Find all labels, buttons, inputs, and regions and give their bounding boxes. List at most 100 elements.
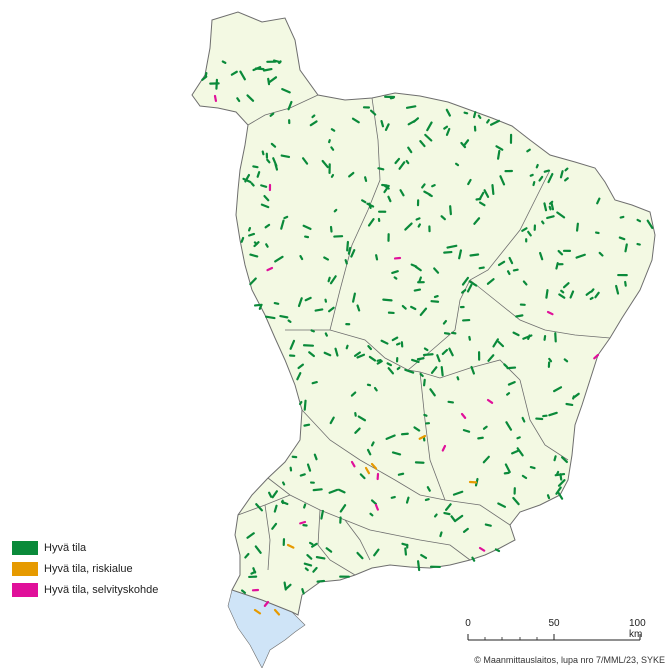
lake-mark [450, 515, 457, 523]
lake-mark [254, 67, 265, 71]
lake-mark [503, 363, 509, 369]
lake-mark [512, 496, 520, 506]
lake-markers [201, 59, 654, 616]
lake-mark [375, 254, 379, 261]
lake-mark [419, 140, 426, 148]
lake-mark [346, 240, 350, 252]
scale-tick-value: 100 [629, 618, 646, 629]
lake-mark [263, 600, 270, 607]
lake-mark [265, 243, 269, 248]
lake-mark [407, 119, 417, 126]
lake-mark [462, 139, 470, 147]
lake-mark [398, 161, 406, 170]
lake-mark [522, 334, 533, 340]
lake-mark [598, 251, 604, 257]
lake-mark [249, 253, 259, 258]
lake-mark [594, 291, 600, 299]
lake-mark [323, 351, 332, 357]
lake-mark [385, 434, 396, 440]
lake-mark [426, 121, 433, 132]
lake-mark [557, 491, 564, 500]
boundary-line [264, 504, 271, 571]
lake-mark [405, 105, 417, 109]
lake-mark [443, 125, 449, 130]
lake-mark [316, 579, 326, 583]
lake-mark [516, 447, 524, 457]
lake-mark [397, 472, 405, 476]
lake-mark [512, 331, 520, 337]
lake-mark [508, 256, 514, 265]
boundary-line [247, 94, 319, 126]
lake-mark [452, 490, 464, 496]
lake-mark [471, 556, 476, 562]
lake-mark [304, 567, 309, 572]
lake-mark [315, 556, 326, 560]
lake-mark [482, 455, 490, 464]
lake-mark [563, 358, 569, 363]
lake-mark [252, 165, 259, 169]
lake-mark [350, 249, 356, 258]
lake-mark [619, 215, 625, 219]
lake-mark [564, 177, 569, 182]
lake-mark [391, 451, 402, 456]
lake-mark [532, 180, 536, 187]
lake-mark [522, 280, 528, 286]
lake-mark [328, 139, 331, 144]
lake-mark [334, 347, 339, 357]
lake-mark [303, 503, 307, 509]
lake-mark [575, 253, 586, 259]
lake-mark [446, 244, 458, 249]
lake-mark [268, 491, 273, 498]
lake-mark [376, 358, 382, 362]
lake-mark [575, 222, 579, 232]
lake-mark [430, 300, 440, 303]
lake-mark [477, 436, 484, 440]
lake-mark [329, 416, 335, 425]
lake-mark [240, 236, 245, 243]
lake-mark [470, 365, 476, 375]
lake-mark [548, 357, 553, 363]
lake-mark [283, 215, 289, 220]
lake-mark [499, 175, 506, 186]
lake-mark [248, 232, 256, 237]
lake-mark [255, 503, 263, 512]
lake-mark [361, 199, 367, 204]
lake-mark [261, 150, 265, 156]
lake-mark [271, 522, 278, 530]
lake-mark [333, 208, 338, 213]
lake-mark [356, 551, 364, 560]
lake-mark [541, 220, 545, 225]
lake-mark [506, 366, 517, 370]
lake-mark [529, 465, 536, 470]
lake-mark [311, 114, 316, 119]
lake-mark [461, 276, 470, 286]
lake-mark [478, 191, 485, 201]
legend-swatch-risk [12, 561, 38, 576]
lake-mark [308, 351, 315, 358]
lake-mark [441, 444, 447, 452]
lake-mark [555, 262, 559, 270]
lake-mark [324, 332, 328, 337]
lake-mark [505, 421, 513, 431]
lake-mark [359, 473, 366, 480]
lake-mark [417, 223, 421, 228]
legend-swatch-good [12, 540, 38, 555]
lake-mark [278, 60, 282, 65]
lake-mark [368, 355, 377, 362]
lake-mark [624, 280, 627, 287]
lake-mark [396, 366, 401, 371]
lake-mark [497, 340, 505, 348]
scale-bar-line [467, 634, 641, 641]
lake-mark [503, 471, 510, 475]
lake-mark [506, 392, 511, 396]
lake-mark [555, 486, 562, 495]
lake-mark [271, 490, 279, 499]
lake-mark [373, 548, 380, 557]
lake-mark [512, 268, 519, 272]
lake-mark [367, 218, 375, 227]
lake-mark [550, 201, 555, 211]
lake-mark [201, 75, 208, 81]
lake-mark [559, 170, 564, 179]
lake-mark [304, 235, 310, 239]
lake-mark [556, 470, 560, 476]
